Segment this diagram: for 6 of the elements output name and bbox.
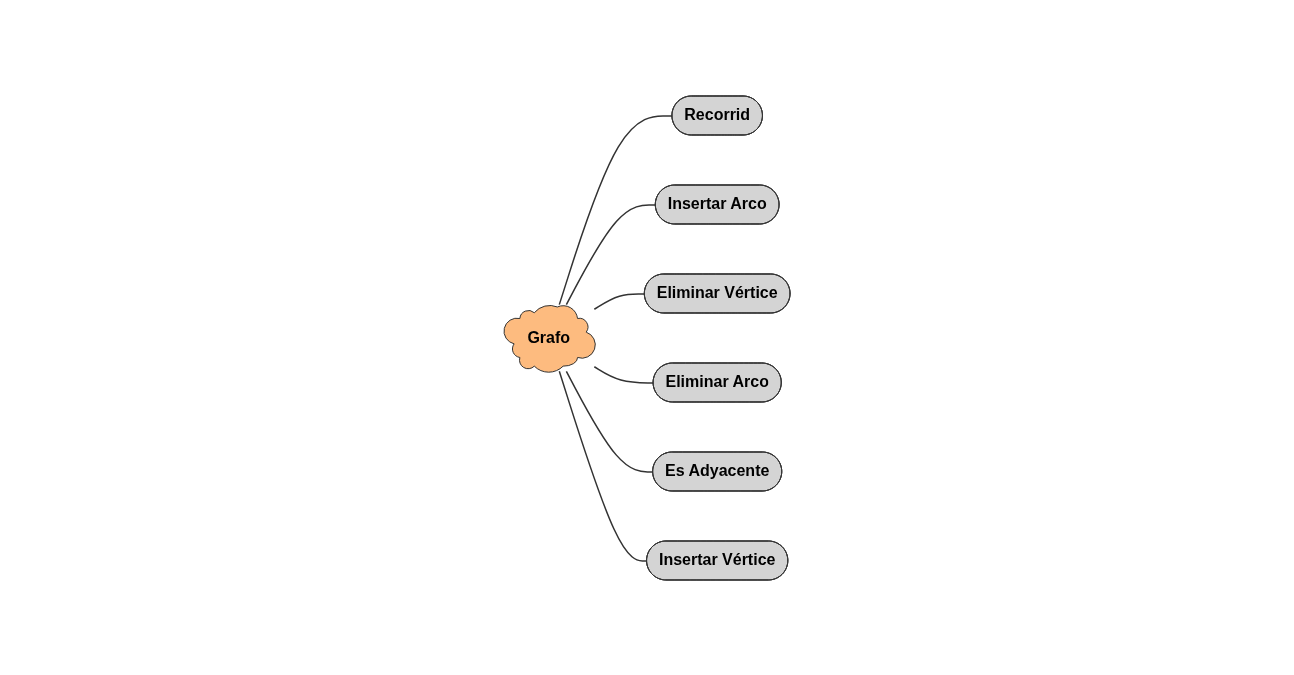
connector [593, 365, 655, 384]
connector [558, 114, 674, 305]
connector [565, 370, 654, 473]
connector [565, 203, 657, 305]
connector [593, 292, 646, 310]
connector [558, 370, 648, 562]
